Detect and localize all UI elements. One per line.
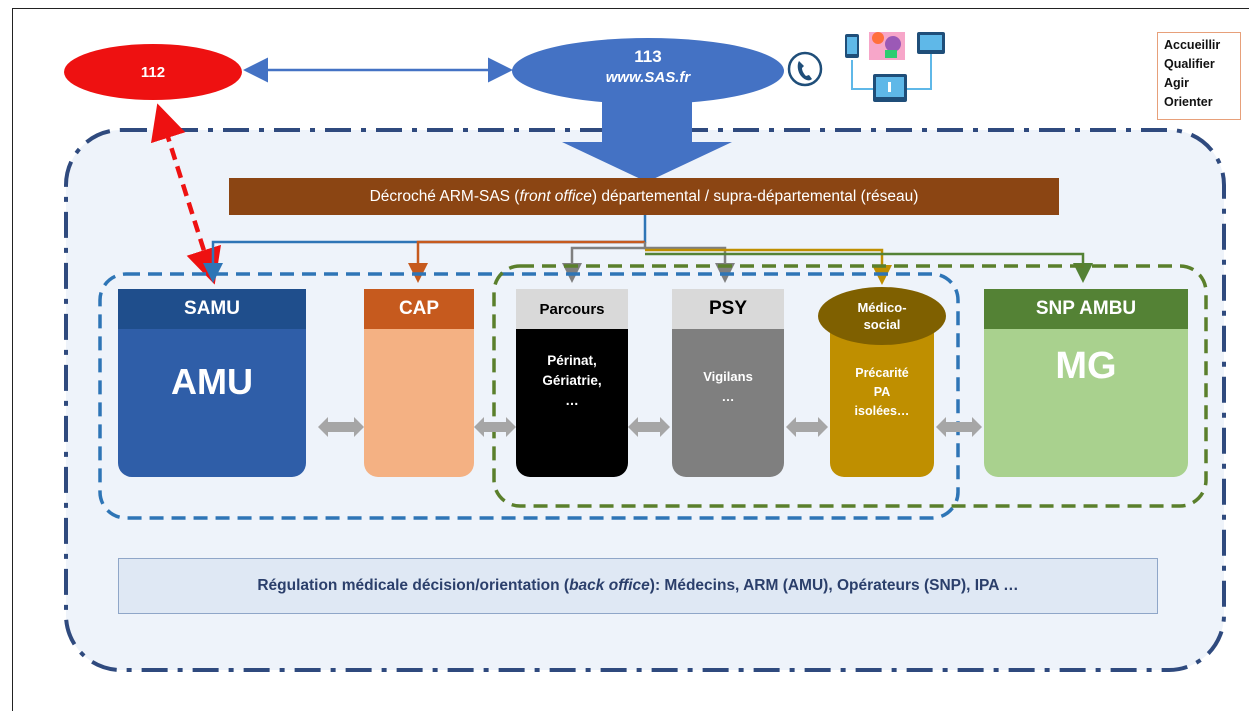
image-frame — [12, 8, 1249, 711]
arrow-112-samu — [151, 103, 221, 285]
emergency-112-node: 112 — [64, 44, 242, 100]
front-office-prefix: Décroché ARM-SAS ( — [369, 187, 520, 205]
sas-113-node: 113 www.SAS.fr — [512, 38, 784, 104]
front-office-italic: front office — [519, 187, 592, 205]
group-green-dashed — [492, 264, 1208, 508]
emergency-112-label: 112 — [140, 63, 166, 81]
front-office-suffix: ) départemental / supra-départemental (r… — [591, 187, 919, 205]
legend-box: Accueillir Qualifier Agir Orienter — [1157, 32, 1241, 120]
service-samu: SAMU AMU — [118, 289, 306, 477]
service-parcours-header: Parcours — [516, 289, 628, 329]
legend-item: Qualifier — [1164, 57, 1215, 71]
service-samu-body: AMU — [171, 361, 253, 402]
back-office-suffix: ): Médecins, ARM (AMU), Opérateurs (SNP)… — [649, 577, 1019, 594]
back-office-bar: Régulation médicale décision/orientation… — [118, 558, 1158, 614]
devices-icon — [845, 32, 945, 102]
back-office-prefix: Régulation médicale décision/orientation… — [257, 577, 570, 594]
front-office-bar: Décroché ARM-SAS (front office) départem… — [229, 178, 1059, 215]
service-samu-header: SAMU — [118, 289, 306, 329]
legend-item: Accueillir — [1164, 38, 1221, 52]
service-psy-body: Vigilans … — [703, 369, 753, 404]
service-snp-body: MG — [1055, 345, 1117, 387]
service-cap-header: CAP — [364, 289, 474, 329]
service-snp-header: SNP AMBU — [984, 289, 1188, 329]
phone-icon — [787, 51, 823, 87]
group-blue-dashed — [98, 272, 960, 520]
service-psy-header: PSY — [672, 289, 784, 329]
legend-item: Agir — [1164, 76, 1189, 90]
service-psy: PSY Vigilans … — [672, 289, 784, 477]
sas-113-url: www.SAS.fr — [605, 69, 691, 86]
down-arrow-113 — [562, 102, 732, 182]
service-parcours-body: Périnat, Gériatrie, … — [542, 353, 602, 408]
service-snp-ambu: SNP AMBU MG — [984, 289, 1188, 477]
distribution-lines — [203, 215, 1093, 285]
service-medico-body: Précarité PA isolées… — [854, 366, 910, 418]
sas-113-number: 113 — [634, 47, 662, 66]
legend-item: Orienter — [1164, 95, 1213, 109]
service-parcours: Parcours Périnat, Gériatrie, … — [516, 289, 628, 477]
service-cap: CAP — [364, 289, 474, 477]
inter-block-arrows — [318, 417, 982, 437]
service-medico-header: Médico- social — [818, 287, 946, 345]
back-office-italic: back office — [569, 577, 650, 594]
